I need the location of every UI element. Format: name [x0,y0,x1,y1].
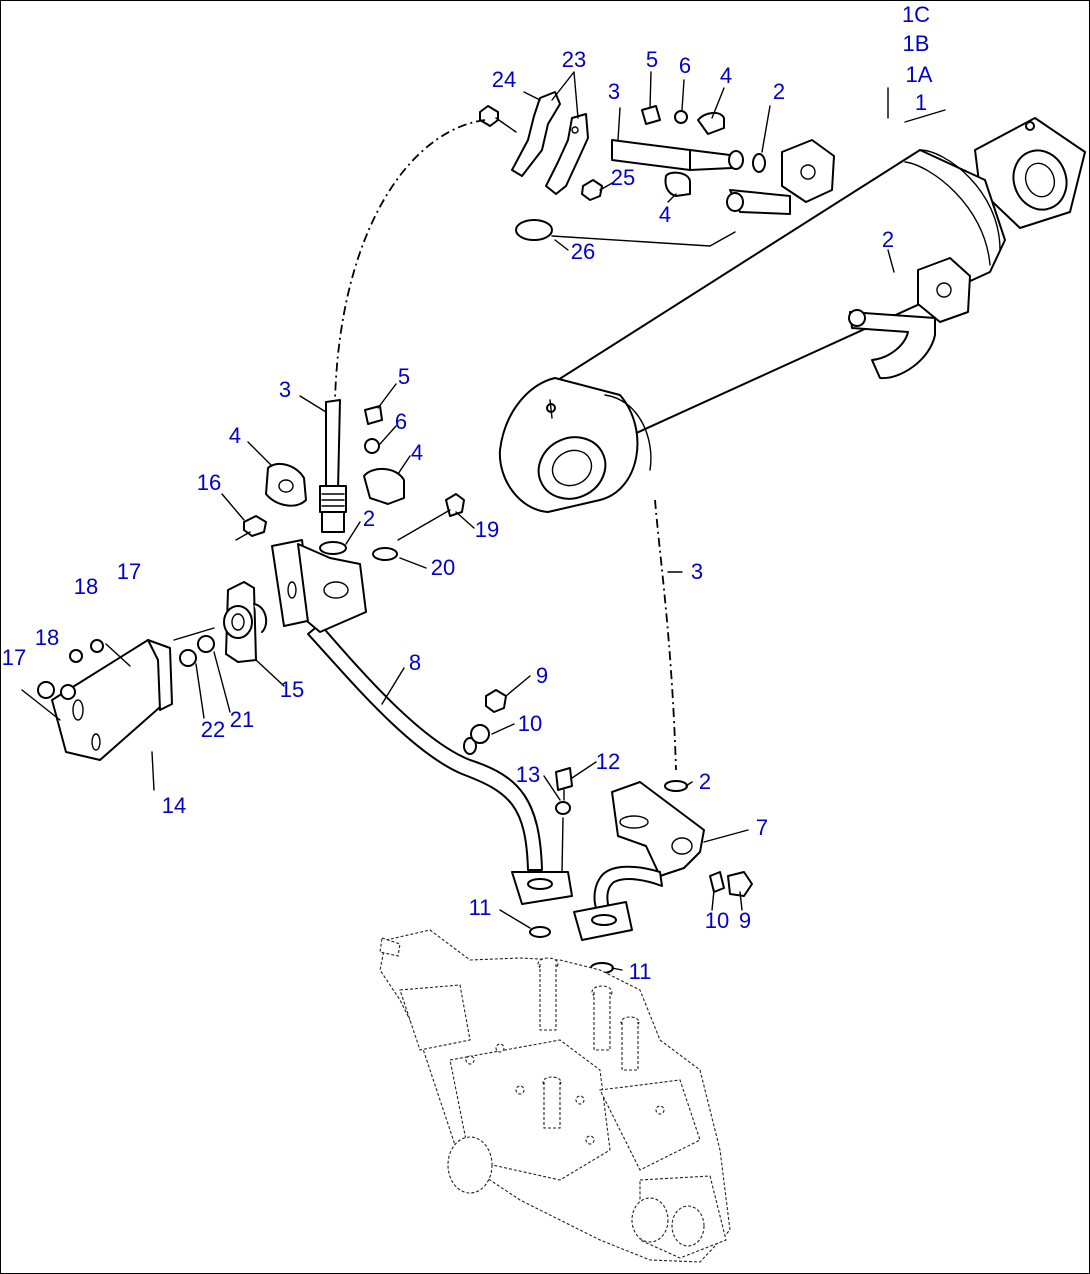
callout-4-top: 4 [719,63,733,88]
callout-3-left: 3 [278,377,292,402]
callout-5-left: 5 [397,364,411,389]
callout-19: 19 [474,517,500,542]
callout-5-top: 5 [645,47,659,72]
callout-16: 16 [196,470,222,495]
callout-6-left: 6 [394,409,408,434]
hose-fitting-left [265,399,405,555]
hose-routing [334,119,677,771]
callout-1B: 1B [902,31,930,56]
callout-23: 23 [561,47,587,72]
leader-lines [151,71,895,971]
pipe-7 [573,781,705,941]
callout-10-lower: 10 [704,908,730,933]
callout-7: 7 [755,815,769,840]
callout-21: 21 [229,707,255,732]
upper-flange-bracket [235,493,465,633]
callout-1A: 1A [905,62,933,87]
callout-4-left-b: 4 [410,440,424,465]
callout-25: 25 [610,165,636,190]
callout-22: 22 [200,717,226,742]
callout-15: 15 [279,677,305,702]
callout-2-left: 2 [362,506,376,531]
control-valve [379,929,731,1263]
hydraulic-cylinder [498,87,1086,513]
pipe-8 [307,623,573,905]
callout-18-lower: 18 [34,625,60,650]
mounting-brackets [21,581,268,761]
callout-2-top: 2 [772,79,786,104]
callout-11-left: 11 [468,895,492,920]
callout-18-upper: 18 [73,574,99,599]
callout-9-lower: 9 [738,908,752,933]
callout-17-upper: 17 [116,559,142,584]
callout-1C: 1C [901,2,931,27]
top-hardware-cluster [479,91,766,247]
callout-2-right: 2 [698,769,712,794]
callout-3-right: 3 [690,559,704,584]
callout-4-left-a: 4 [228,423,242,448]
callout-14: 14 [161,793,187,818]
callout-26: 26 [570,239,596,264]
callout-4-lower: 4 [658,202,672,227]
callout-13: 13 [515,762,541,787]
callout-6-top: 6 [678,53,692,78]
callout-24: 24 [491,67,517,92]
callout-12: 12 [595,749,621,774]
callout-8: 8 [408,650,422,675]
callout-9-upper: 9 [535,663,549,688]
callout-17-lower: 17 [1,645,27,670]
callout-2-cylinder: 2 [881,227,895,252]
callout-20: 20 [430,555,456,580]
callout-10-upper: 10 [517,711,543,736]
callout-3-top: 3 [607,79,621,104]
callout-11-right: 11 [628,959,652,984]
callout-1: 1 [914,90,928,115]
